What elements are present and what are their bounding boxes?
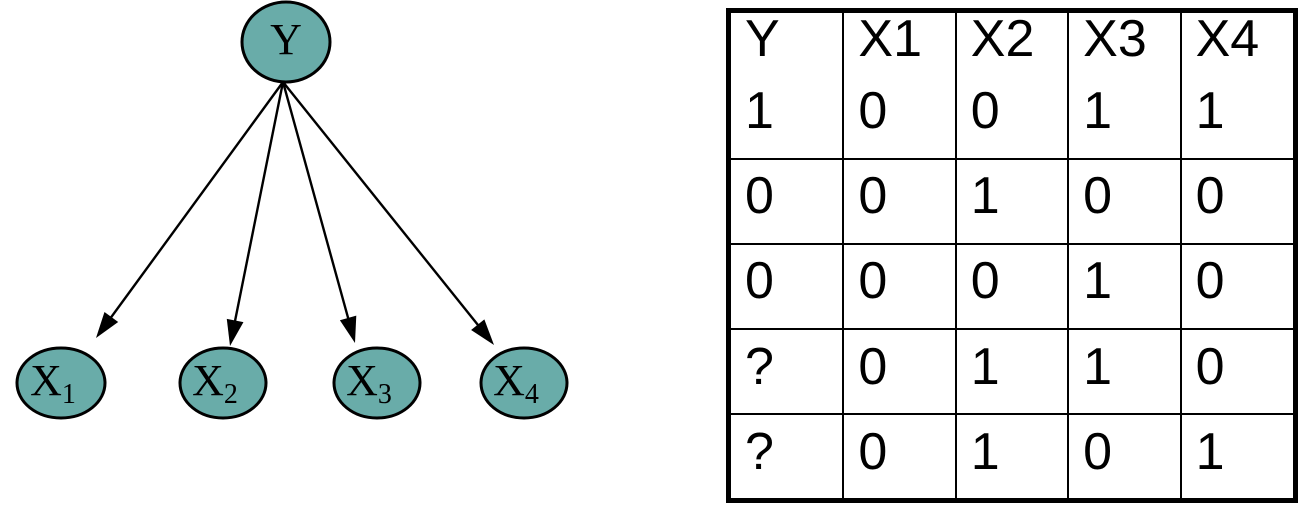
table-cell-x4-r1: 1	[1179, 75, 1293, 160]
graph-node-x4[interactable]: X4	[479, 346, 569, 420]
graph-node-x3[interactable]: X3	[332, 346, 422, 420]
node-shape-x4	[479, 346, 569, 420]
table-column-header-x1: X1	[842, 13, 957, 75]
table-cell-x3-r3: 1	[1067, 242, 1182, 331]
arrow-head-icon	[471, 319, 494, 345]
graph-node-x2[interactable]: X2	[178, 346, 268, 420]
node-label-x3: X3	[346, 356, 392, 410]
table-cell-y-r4: ?	[731, 328, 845, 416]
table-column-header-x3: X3	[1067, 13, 1182, 75]
table-cell-x2-r2: 1	[954, 157, 1070, 245]
table-cell-x3-r5: 0	[1067, 413, 1182, 498]
node-shape-x3	[332, 346, 422, 420]
graph-edge-y-to-x4	[282, 81, 494, 345]
table-column-header-x2: X2	[954, 13, 1070, 75]
table-cell-x3-r2: 0	[1067, 157, 1182, 245]
table-cell-x1-r5: 0	[842, 413, 957, 498]
edge-line	[282, 81, 483, 331]
edges-group	[96, 81, 494, 346]
table-cell-x2-r1: 0	[954, 75, 1070, 160]
table-column-header-y: Y	[731, 13, 845, 75]
graph-edge-y-to-x2	[226, 81, 285, 346]
nodes-group: Y X1 X2 X3 X4	[15, 0, 569, 420]
table-column-header-x4: X4	[1179, 13, 1293, 75]
table-cell-x1-r4: 0	[842, 328, 957, 416]
graph-node-y[interactable]: Y	[240, 0, 332, 84]
table-cell-x1-r1: 0	[842, 75, 957, 160]
table-cell-x4-r3: 0	[1179, 242, 1293, 331]
table-cell-x3-r4: 1	[1067, 328, 1182, 416]
edge-line	[232, 81, 285, 327]
table-cell-y-r2: 0	[731, 157, 845, 245]
arrow-head-icon	[96, 311, 119, 338]
table-cell-y-r5: ?	[731, 413, 845, 498]
table-cell-x4-r5: 1	[1179, 413, 1293, 498]
table-cell-x1-r3: 0	[842, 242, 957, 331]
table-cell-x2-r4: 1	[954, 328, 1070, 416]
table-cell-y-r1: 1	[731, 75, 845, 160]
table-cell-x1-r2: 0	[842, 157, 957, 245]
arrow-head-icon	[226, 318, 244, 346]
graph-canvas: Y X1 X2 X3 X4	[15, 0, 569, 420]
edge-line	[281, 81, 351, 325]
table-cell-x4-r4: 0	[1179, 328, 1293, 416]
node-label-y: Y	[270, 15, 302, 64]
graph-node-x1[interactable]: X1	[15, 346, 107, 420]
arrow-head-icon	[339, 315, 357, 343]
node-shape-x2	[178, 346, 268, 420]
table-cell-x4-r2: 0	[1179, 157, 1293, 245]
edge-line	[106, 81, 284, 323]
node-label-x1: X1	[30, 356, 76, 410]
node-shape-y	[240, 0, 332, 84]
table-cell-x3-r1: 1	[1067, 75, 1182, 160]
table-cell-x2-r5: 1	[954, 413, 1070, 498]
graph-edge-y-to-x1	[96, 81, 284, 338]
node-shape-x1	[15, 346, 107, 420]
bayesian-network-diagram: Y X1 X2 X3 X4	[15, 0, 569, 420]
table-cell-x2-r3: 0	[954, 242, 1070, 331]
graph-edge-y-to-x3	[281, 81, 357, 343]
table-cell-y-r3: 0	[731, 242, 845, 331]
